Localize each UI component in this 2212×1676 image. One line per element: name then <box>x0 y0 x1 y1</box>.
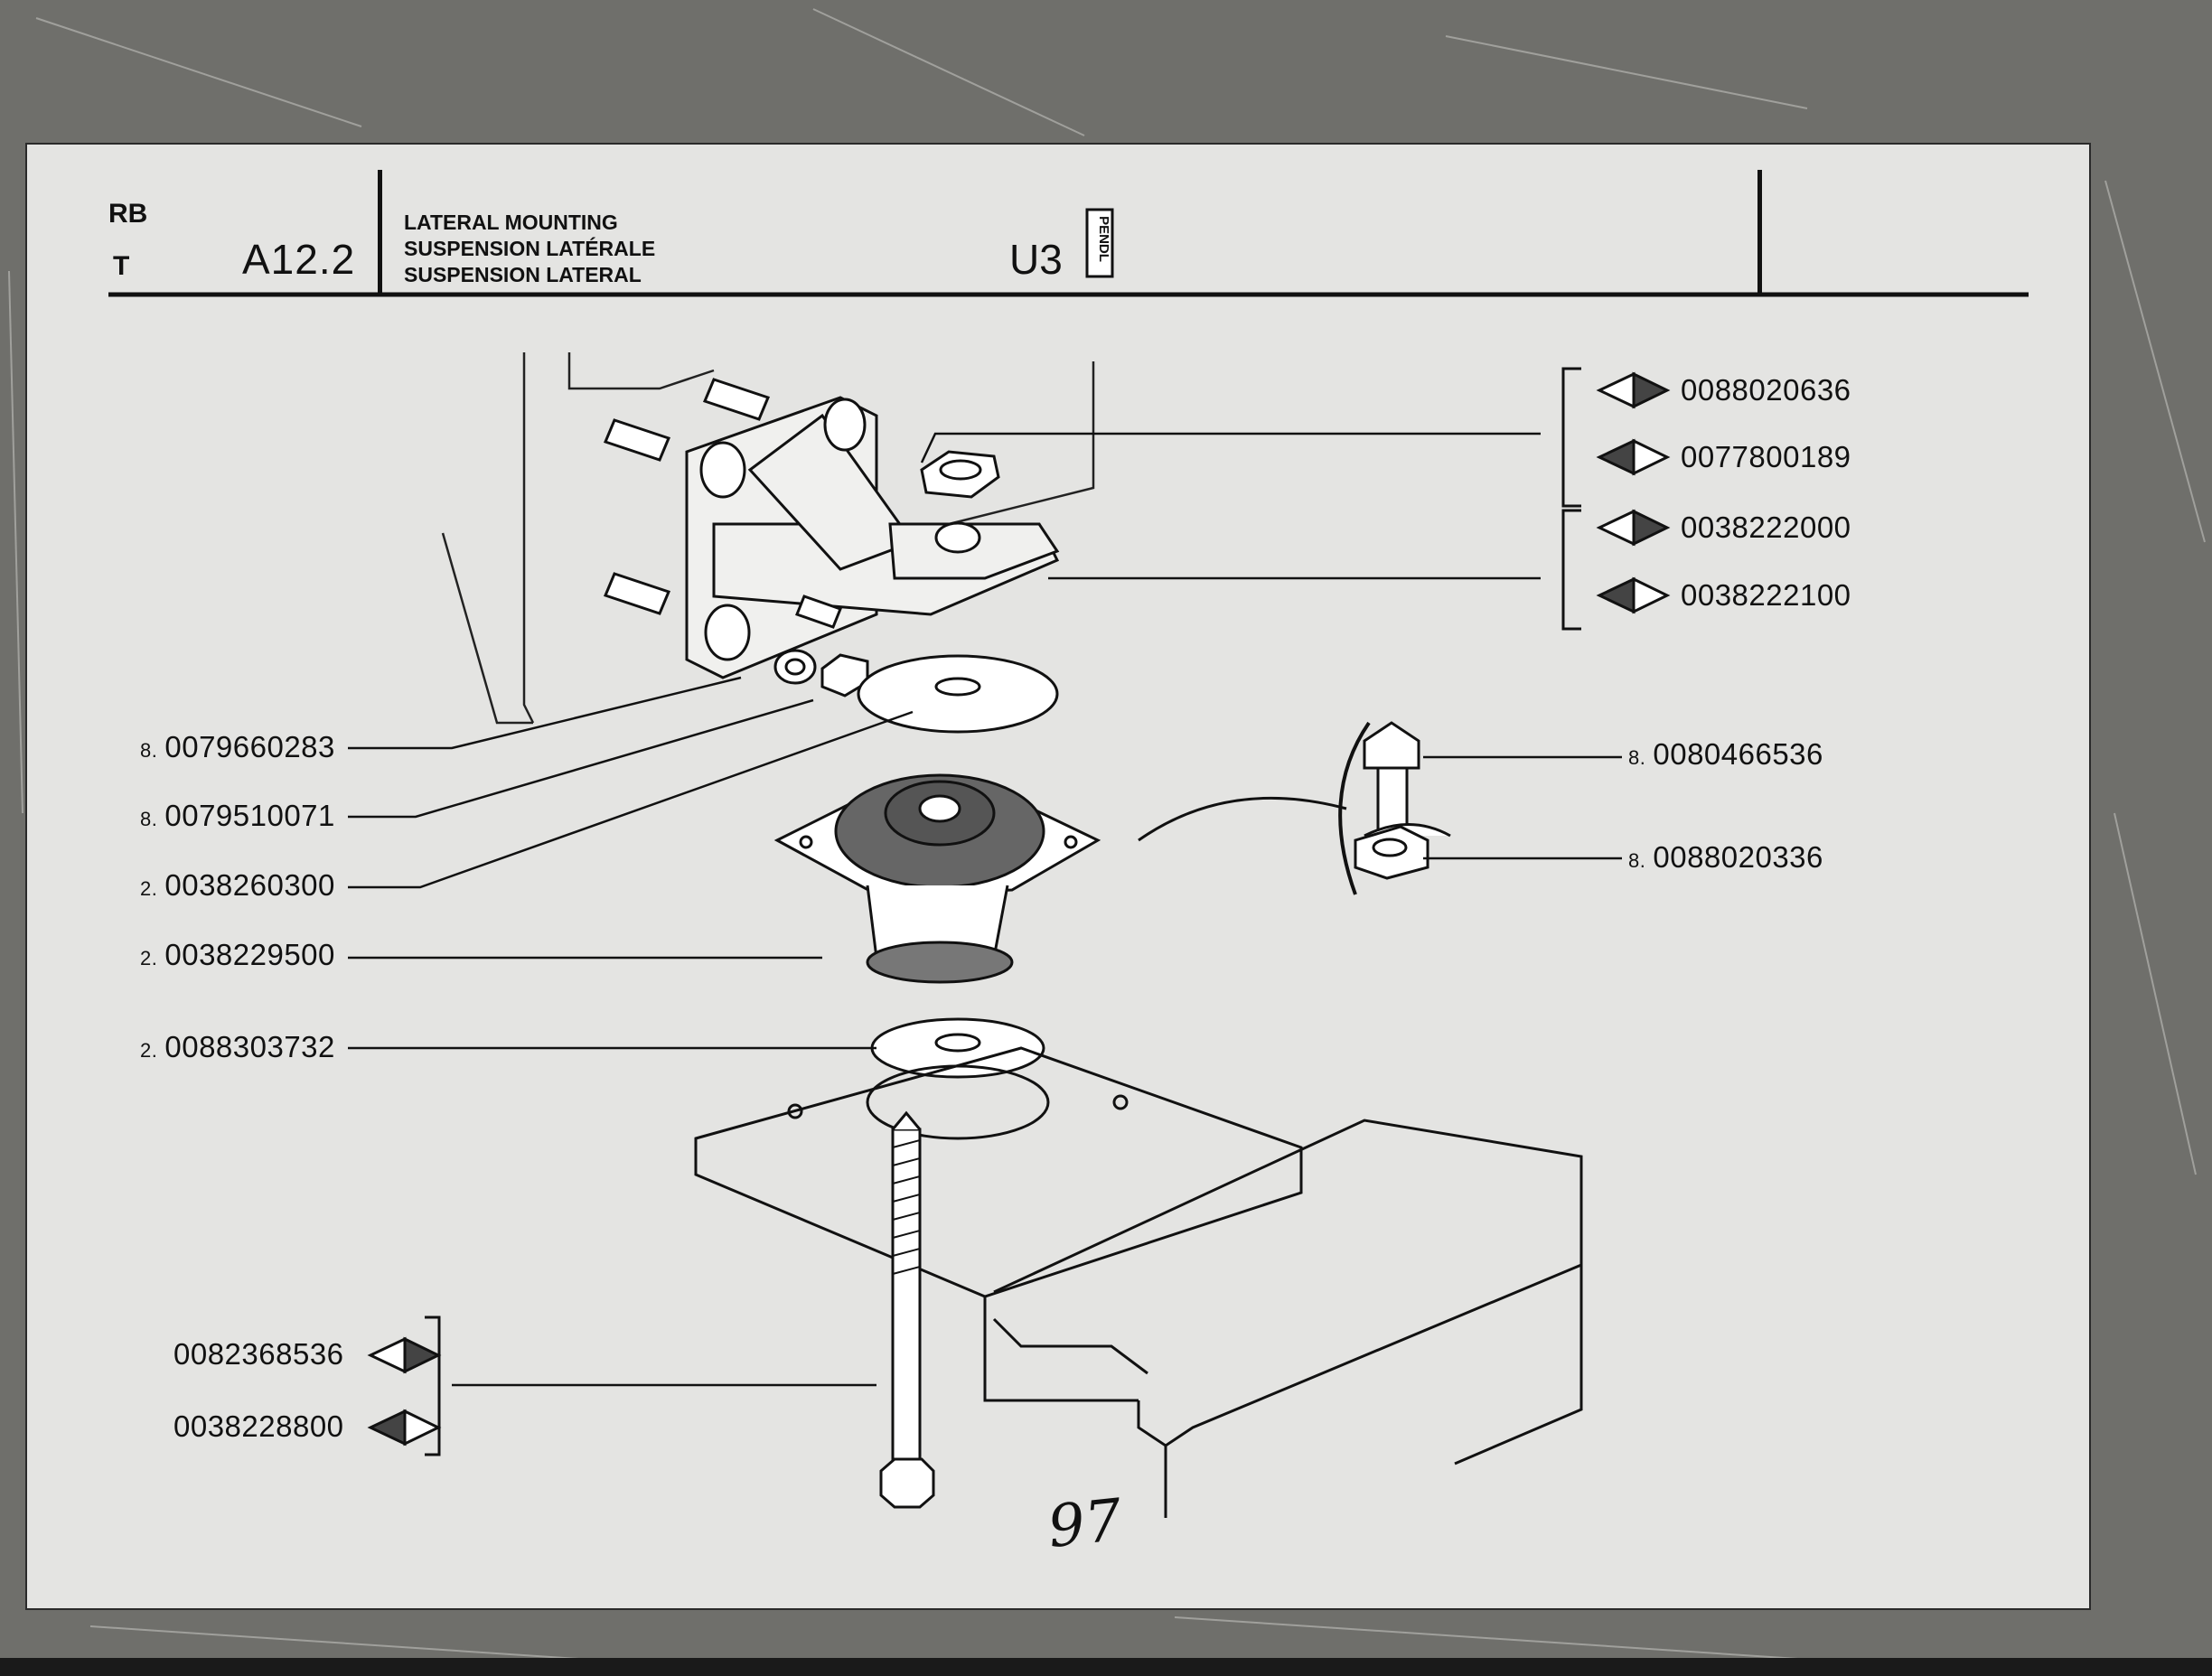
rubber-mount <box>773 773 1101 984</box>
part-number-right-2: 0077800189 <box>1681 440 1851 473</box>
diamond-right-filled-icon <box>1596 509 1671 547</box>
header-code-top: RB <box>108 199 148 229</box>
section-number: A12.2 <box>242 236 356 283</box>
stamp-box <box>1085 208 1114 278</box>
header-divider-left <box>378 170 382 295</box>
chassis-rail <box>694 1046 1583 1518</box>
diamond-left-filled-icon <box>1596 438 1671 476</box>
nut-top <box>920 450 1000 499</box>
callout-bolt: 8.0080466536 <box>1628 737 1823 771</box>
part-number-right-4: 0038222100 <box>1681 578 1851 612</box>
part-number-bottom-2: 0038228800 <box>173 1409 344 1443</box>
diamond-left-filled-icon <box>367 1409 442 1447</box>
part-number-bottom-1: 0082368536 <box>173 1337 344 1371</box>
exploded-view-drawing <box>108 208 2029 1518</box>
header-code-bottom: T <box>113 251 130 281</box>
engine-bracket <box>685 396 1060 679</box>
washer-small <box>773 649 869 698</box>
title-line-1: LATERAL MOUNTING <box>404 211 618 234</box>
unit-code: U3 <box>1009 236 1063 283</box>
callout-left-5: 2.0088303732 <box>140 1030 335 1063</box>
callout-left-4: 2.0038229500 <box>140 938 335 971</box>
long-bolt <box>879 1110 935 1509</box>
page-number: 97 <box>1045 1486 1126 1562</box>
diamond-right-filled-icon <box>367 1336 442 1374</box>
stamp-label: PENDL <box>1095 216 1111 262</box>
washer-lower <box>870 1017 1045 1079</box>
callout-nut: 8.0088020336 <box>1628 840 1823 874</box>
studs <box>603 378 842 629</box>
part-number-right-3: 0038222000 <box>1681 510 1851 544</box>
diamond-right-filled-icon <box>1596 371 1671 409</box>
header-divider-right <box>1757 170 1762 295</box>
diamond-left-filled-icon <box>1596 576 1671 614</box>
callout-left-3: 2.0038260300 <box>140 868 335 902</box>
diamond-icons <box>367 371 1671 1447</box>
parts-catalog-page: RB T A12.2 LATERAL MOUNTING SUSPENSION L… <box>27 145 2089 1608</box>
title-line-3: SUSPENSION LATERAL <box>404 263 642 286</box>
callout-left-1: 8.0079660283 <box>140 730 335 763</box>
title-line-2: SUSPENSION LATÉRALE <box>404 237 656 260</box>
part-number-right-1: 0088020636 <box>1681 373 1851 407</box>
callout-left-2: 8.0079510071 <box>140 799 335 832</box>
bolt-inset <box>1354 721 1451 880</box>
